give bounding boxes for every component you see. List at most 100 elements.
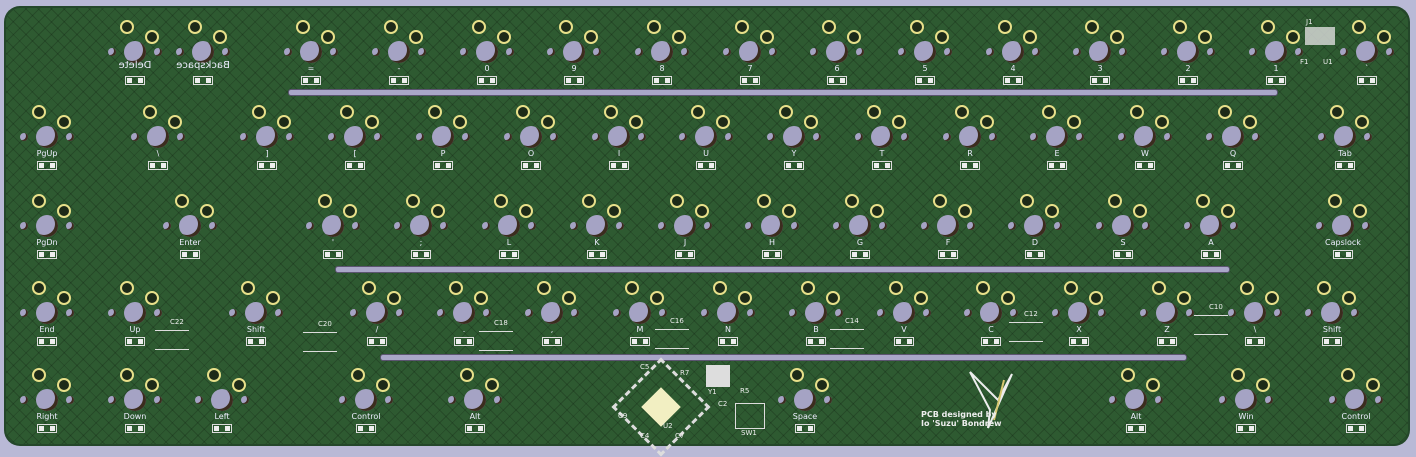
switch-peg-hole xyxy=(747,309,755,317)
key-label: K xyxy=(594,238,600,247)
stabilizer-slot xyxy=(335,266,1230,273)
ref-c22: C22 xyxy=(170,318,184,326)
switch-peg-hole xyxy=(374,133,382,141)
key-label: E xyxy=(1054,149,1060,158)
switch-peg-hole xyxy=(240,133,248,141)
switch-center-hole xyxy=(520,126,542,148)
diode-pad xyxy=(454,337,474,346)
key-label: Up xyxy=(129,325,141,334)
reset-switch[interactable] xyxy=(735,403,765,429)
key-label: Enter xyxy=(179,238,201,247)
switch-peg-hole xyxy=(824,396,832,404)
switch-peg-hole xyxy=(154,396,162,404)
switch-center-hole xyxy=(192,41,214,63)
switch-pin xyxy=(1089,291,1103,305)
switch-pin xyxy=(252,105,266,119)
switch-pin xyxy=(562,291,576,305)
switch-peg-hole xyxy=(394,222,402,230)
switch-peg-hole xyxy=(778,396,786,404)
switch-peg-hole xyxy=(1316,222,1324,230)
ref-c9: C9 xyxy=(618,412,628,420)
switch-pin xyxy=(472,20,486,34)
switch-pin xyxy=(296,20,310,34)
switch-center-hole xyxy=(1112,215,1134,237)
switch-pin xyxy=(695,204,709,218)
switch-center-hole xyxy=(563,41,585,63)
switch-peg-hole xyxy=(898,48,906,56)
key-label: / xyxy=(375,325,379,334)
switch-center-hole xyxy=(1356,41,1378,63)
switch-peg-hole xyxy=(20,396,28,404)
switch-pin xyxy=(958,204,972,218)
switch-peg-hole xyxy=(964,309,972,317)
switch-pin xyxy=(604,105,618,119)
switch-center-hole xyxy=(783,126,805,148)
switch-center-hole xyxy=(366,302,388,324)
ref-r5: R5 xyxy=(740,387,750,395)
key-label: PgDn xyxy=(36,238,58,247)
switch-pin xyxy=(143,105,157,119)
diode-pad xyxy=(125,337,145,346)
switch-pin xyxy=(1042,105,1056,119)
switch-peg-hole xyxy=(372,48,380,56)
key-label: W xyxy=(1141,149,1149,158)
switch-center-hole xyxy=(322,215,344,237)
diode-pad xyxy=(37,250,57,259)
switch-pin xyxy=(976,281,990,295)
switch-peg-hole xyxy=(1140,309,1148,317)
switch-pin xyxy=(32,194,46,208)
switch-peg-hole xyxy=(396,309,404,317)
switch-pin xyxy=(120,20,134,34)
diode-pad xyxy=(1322,337,1342,346)
switch-pin xyxy=(1155,115,1169,129)
switch-center-hole xyxy=(937,215,959,237)
switch-peg-hole xyxy=(856,48,864,56)
key-label: L xyxy=(506,238,512,247)
switch-pin xyxy=(1196,194,1210,208)
switch-pin xyxy=(980,115,994,129)
switch-pin xyxy=(867,105,881,119)
key-label: Control xyxy=(351,412,381,421)
ref-r7: R7 xyxy=(680,369,690,377)
diode-pad xyxy=(521,161,541,170)
switch-peg-hole xyxy=(638,133,646,141)
switch-peg-hole xyxy=(108,48,116,56)
ref-u1: U1 xyxy=(1323,58,1333,66)
switch-pin xyxy=(431,204,445,218)
switch-center-hole xyxy=(179,215,201,237)
switch-peg-hole xyxy=(944,48,952,56)
switch-pin xyxy=(232,378,246,392)
diode-pad xyxy=(301,76,321,85)
diode-pad xyxy=(915,76,935,85)
diode-pad xyxy=(1069,337,1089,346)
diode-pad xyxy=(212,424,232,433)
switch-center-hole xyxy=(826,41,848,63)
switch-pin xyxy=(1023,30,1037,44)
diode-pad xyxy=(37,161,57,170)
key-label: U xyxy=(703,149,709,158)
diode-pad xyxy=(1346,424,1366,433)
switch-peg-hole xyxy=(229,309,237,317)
switch-peg-hole xyxy=(986,48,994,56)
diode-pad xyxy=(1126,424,1146,433)
switch-pin xyxy=(321,30,335,44)
switch-peg-hole xyxy=(769,48,777,56)
switch-peg-hole xyxy=(154,48,162,56)
diode-pad xyxy=(587,250,607,259)
switch-center-hole xyxy=(300,41,322,63)
switch-pin xyxy=(1355,115,1369,129)
switch-peg-hole xyxy=(879,222,887,230)
key-label: = xyxy=(307,64,315,73)
key-label: ' xyxy=(331,238,335,247)
switch-pin xyxy=(892,115,906,129)
led-footprint xyxy=(1009,322,1043,342)
switch-peg-hole xyxy=(923,309,931,317)
switch-center-hole xyxy=(805,302,827,324)
switch-peg-hole xyxy=(108,396,116,404)
stabilizer-slot xyxy=(380,354,1187,361)
switch-pin xyxy=(801,281,815,295)
switch-pin xyxy=(1341,368,1355,382)
ref-c4: C4 xyxy=(640,432,650,440)
diode-pad xyxy=(1357,76,1377,85)
credit-line1: PCB designed by xyxy=(921,410,997,419)
